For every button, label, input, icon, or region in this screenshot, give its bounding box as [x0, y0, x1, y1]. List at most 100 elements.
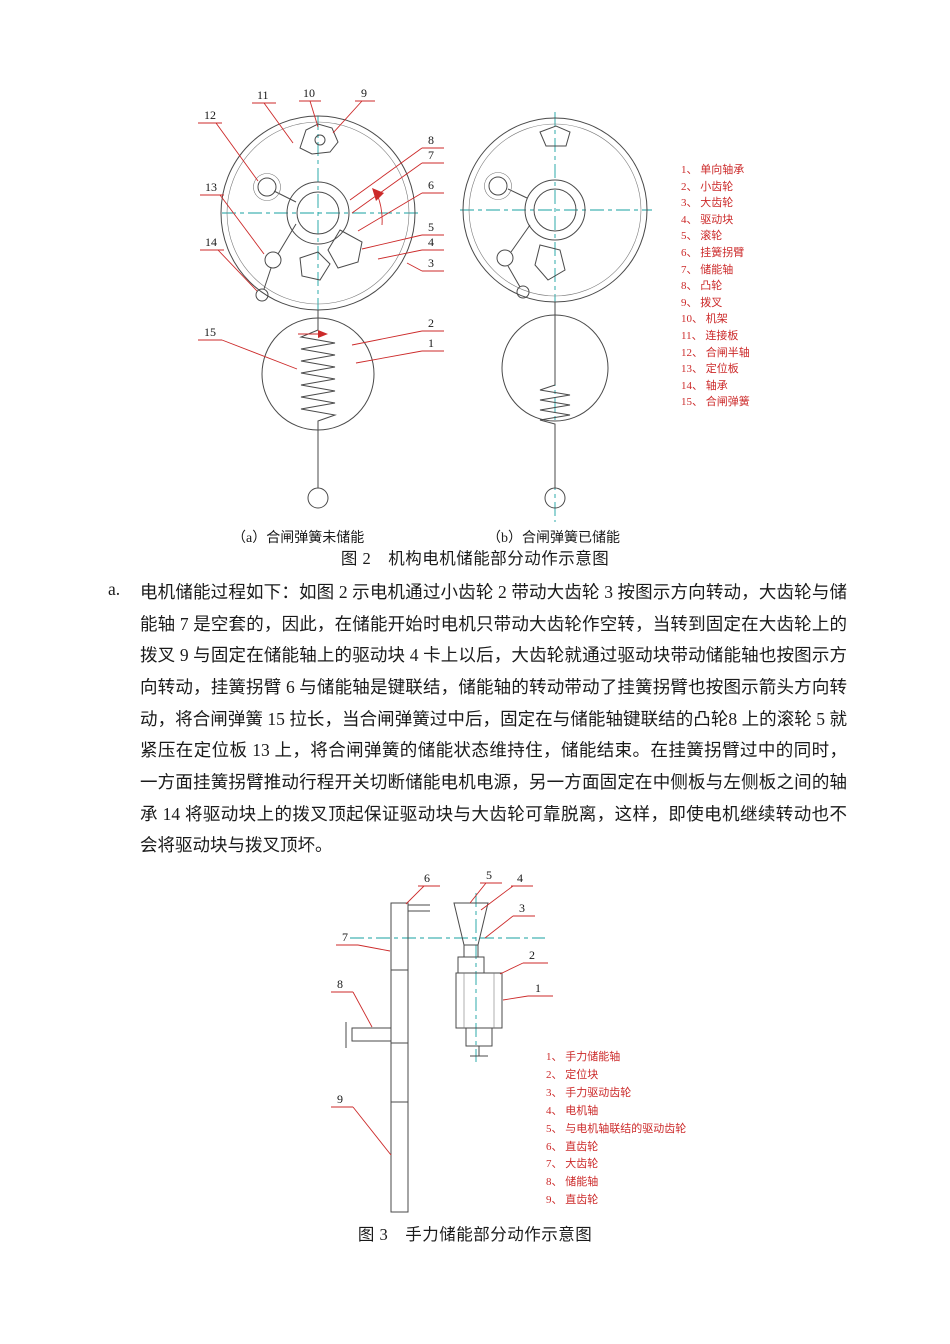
fig3-callout-4: 4: [480, 871, 533, 911]
callout-number: 2: [529, 948, 535, 962]
callout-number: 9: [361, 86, 367, 100]
legend-item: 5、 与电机轴联结的驱动齿轮: [546, 1122, 687, 1135]
figure3-caption: 图 3 手力储能部分动作示意图: [357, 1225, 593, 1244]
figure2-drawing-a: [220, 115, 418, 509]
fig2-callout-9: 9: [332, 86, 375, 134]
callout-number: 3: [428, 256, 434, 270]
fig2-callout-13: 13: [200, 180, 265, 255]
callout-number: 7: [428, 148, 434, 162]
callout-number: 9: [337, 1092, 343, 1106]
legend-item: 15、 合闸弹簧: [681, 396, 750, 409]
callout-number: 12: [204, 108, 216, 122]
callout-number: 1: [428, 336, 434, 350]
legend-item: 4、 驱动块: [681, 213, 734, 226]
pin-lower-left: [255, 288, 269, 302]
closing-spring: [539, 384, 571, 432]
fig2-callout-1: 1: [355, 336, 444, 364]
callout-number: 6: [428, 178, 434, 192]
figure2-drawing-b: [460, 112, 652, 522]
cam-hub: [286, 181, 350, 245]
fig2-callout-11: 11: [252, 88, 294, 144]
legend-item: 6、 直齿轮: [546, 1140, 599, 1153]
figure2-callouts: 11 10 9 12 13 14: [198, 86, 444, 370]
fork-pawl: [539, 125, 571, 147]
coupling: [457, 956, 485, 974]
fig2-callout-2: 2: [351, 316, 444, 346]
roller-lower-left: [496, 249, 514, 267]
pin-lower-left: [516, 285, 530, 299]
fig2-callout-14: 14: [200, 235, 258, 292]
legend-item: 10、 机架: [681, 313, 728, 326]
callout-number: 13: [205, 180, 217, 194]
callout-number: 6: [424, 871, 430, 885]
drive-block: [299, 251, 331, 281]
callout-number: 2: [428, 316, 434, 330]
legend-item: 1、 单向轴承: [681, 164, 745, 176]
fig2-callout-7: 7: [351, 148, 444, 214]
bevel-gear: [453, 902, 489, 946]
side-plate: [390, 902, 409, 1213]
cam-lobe: [327, 229, 363, 269]
figure3-manual-charging-diagram: 6 5 4 3 2 1 7: [331, 868, 553, 1213]
legend-item: 12、 合闸半轴: [681, 346, 750, 359]
cam-lobe: [534, 244, 566, 281]
callout-number: 1: [535, 981, 541, 995]
legend-item: 7、 储能轴: [681, 263, 734, 276]
manual-shaft-block: [351, 1027, 392, 1042]
fig2-callout-12: 12: [198, 108, 259, 182]
legend-item: 4、 电机轴: [546, 1104, 599, 1117]
fig3-callout-9: 9: [331, 1092, 392, 1156]
legend-item: 5、 滚轮: [681, 230, 723, 243]
figure2-subcaption-b: （b）合闸弹簧已储能: [487, 531, 620, 546]
callout-number: 4: [428, 235, 434, 249]
closing-spring: [299, 329, 337, 430]
legend-item: 14、 轴承: [681, 379, 728, 392]
spring-eye: [544, 487, 566, 509]
callout-number: 3: [519, 901, 525, 915]
motor-body: [455, 972, 503, 1029]
fig3-callout-7: 7: [336, 930, 391, 952]
figure2-subcaption-a: （a）合闸弹簧未储能: [232, 531, 365, 546]
cam-hub: [524, 179, 586, 241]
list-marker-a: a.: [108, 579, 121, 599]
callout-number: 14: [205, 235, 217, 249]
legend-item: 8、 凸轮: [681, 280, 723, 293]
figure2-motor-charging-diagram: 11 10 9 12 13 14: [198, 86, 652, 522]
legend-item: 9、 直齿轮: [546, 1194, 599, 1207]
figure3-legend: 1、 手力储能轴 2、 定位块 3、 手力驱动齿轮 4、 电机轴 5、 与电机轴…: [546, 1049, 686, 1210]
fig3-callout-2: 2: [499, 948, 548, 975]
fig2-callout-10: 10: [299, 86, 321, 128]
shaft-hatched: [533, 188, 577, 232]
fig3-callout-1: 1: [502, 981, 553, 1001]
callout-number: 5: [428, 220, 434, 234]
legend-item: 9、 拨叉: [681, 296, 723, 309]
roller-lower-left: [264, 251, 282, 269]
figure2-legend: 1、 单向轴承 2、 小齿轮 3、 大齿轮 4、 驱动块 5、 滚轮 6、 挂簧…: [681, 162, 750, 411]
callout-number: 8: [337, 977, 343, 991]
callout-number: 4: [517, 871, 523, 885]
legend-item: 2、 小齿轮: [681, 180, 734, 193]
pawl-pin: [314, 134, 326, 146]
fig2-callout-3: 3: [406, 256, 444, 272]
legend-item: 2、 定位块: [546, 1068, 599, 1081]
fig2-callout-15: 15: [198, 325, 298, 370]
figure2-caption: 图 2 机构电机储能部分动作示意图: [340, 549, 610, 568]
callout-number: 15: [204, 325, 216, 339]
big-gear-inner-rim: [226, 121, 410, 305]
fig3-callout-3: 3: [484, 901, 535, 939]
roller-upper-left: [257, 177, 277, 197]
legend-item: 3、 手力驱动齿轮: [546, 1086, 632, 1099]
callout-number: 7: [342, 930, 348, 944]
legend-item: 11、 连接板: [681, 329, 739, 342]
figure3-callouts: 6 5 4 3 2 1 7: [331, 868, 553, 1156]
fig2-callout-8: 8: [349, 133, 444, 201]
legend-item: 3、 大齿轮: [681, 197, 734, 210]
fig2-callout-4: 4: [377, 235, 444, 260]
legend-item: 1、 手力储能轴: [546, 1051, 621, 1063]
motor-base: [465, 1027, 493, 1047]
body-paragraph: 电机储能过程如下：如图 2 示电机通过小齿轮 2 带动大齿轮 3 按图示方向转动…: [140, 582, 847, 856]
fig3-callout-8: 8: [331, 977, 373, 1028]
shaft-hatched: [296, 191, 340, 235]
legend-item: 8、 储能轴: [546, 1176, 599, 1189]
legend-item: 13、 定位板: [681, 363, 739, 376]
